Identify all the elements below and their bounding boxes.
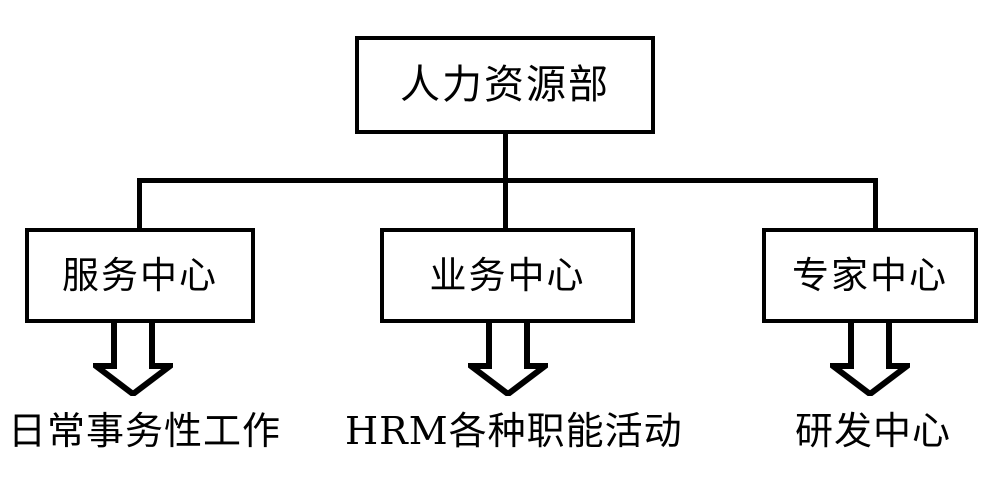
node-box-service-center[interactable]: 服务中心 bbox=[25, 228, 255, 323]
node-label-expert-center: 专家中心 bbox=[792, 254, 948, 297]
node-label-service-center: 服务中心 bbox=[62, 254, 218, 297]
output-label-expert: 研发中心 bbox=[795, 409, 952, 453]
down-arrow-icon-expert bbox=[830, 320, 910, 396]
connector-drop-expert bbox=[873, 178, 878, 230]
node-box-business-center[interactable]: 业务中心 bbox=[380, 228, 635, 323]
connector-root-drop bbox=[503, 133, 508, 183]
down-arrow-icon-business bbox=[468, 320, 548, 396]
node-box-hr-department[interactable]: 人力资源部 bbox=[355, 36, 655, 134]
node-box-expert-center[interactable]: 专家中心 bbox=[762, 228, 978, 323]
node-label-hr-department: 人力资源部 bbox=[400, 62, 610, 108]
output-label-service: 日常事务性工作 bbox=[8, 409, 282, 453]
down-arrow-icon-service bbox=[93, 320, 173, 396]
node-label-business-center: 业务中心 bbox=[429, 254, 586, 297]
connector-drop-service bbox=[137, 178, 142, 230]
connector-drop-business bbox=[503, 178, 508, 230]
output-label-business: HRM各种职能活动 bbox=[345, 409, 683, 453]
